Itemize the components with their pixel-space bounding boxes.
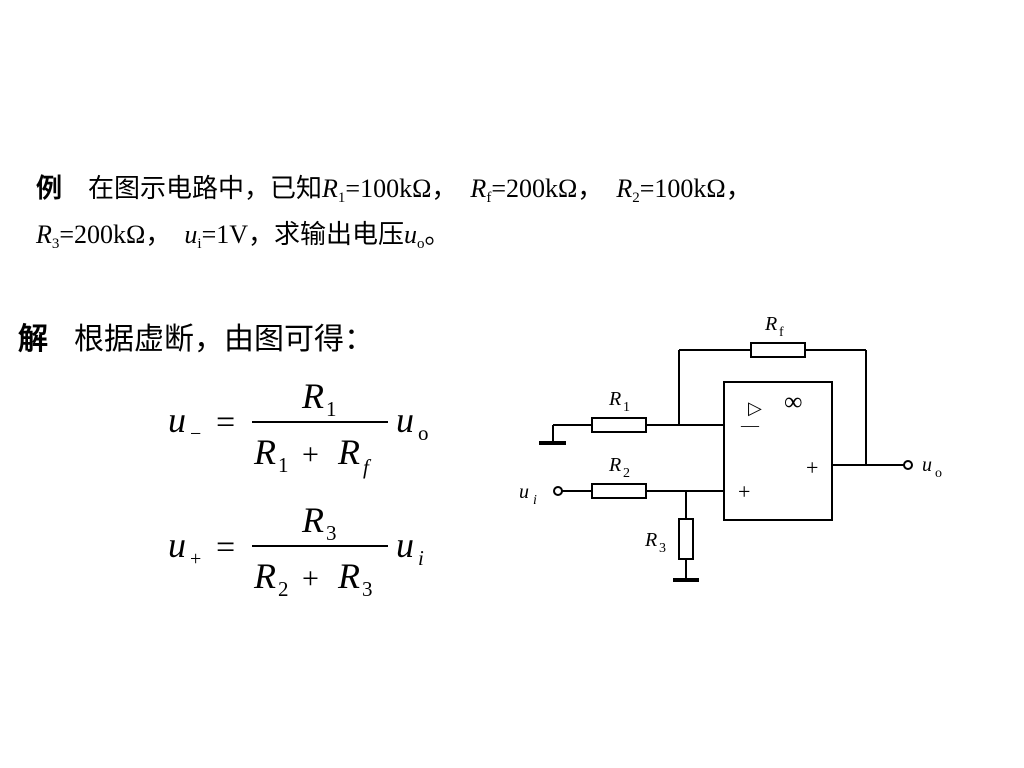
problem-line-2: R3=200kΩ， ui=1V，求输出电压uo。 [36, 212, 996, 258]
r1-symbol: R [322, 174, 338, 203]
uo-sub: o [417, 236, 425, 252]
solution-label: 解 [18, 323, 48, 356]
eq1-equals: = [216, 404, 235, 441]
r1-sub: 1 [337, 190, 346, 206]
opamp-triangle-icon: ▷ [748, 398, 762, 418]
r1-label: R [608, 388, 621, 410]
equation-u-plus: u + = R 3 R 2 + R 3 u i [168, 500, 424, 601]
eq2-den-a: R [253, 556, 276, 596]
rf-symbol: R [470, 174, 487, 203]
r1-value: =100kΩ， [345, 174, 458, 203]
r1-label-sub: 1 [623, 400, 630, 415]
r2-sub: 2 [632, 190, 640, 206]
rf-resistor [750, 342, 806, 358]
eq2-equals: = [216, 529, 235, 566]
eq2-rhs: u [396, 525, 414, 565]
ui-value: =1V， [201, 220, 275, 249]
output-label-sub: o [935, 466, 942, 481]
rf-sub: f [486, 190, 492, 206]
inverting-input-sign: — [740, 415, 760, 435]
rf-value: =200kΩ， [491, 174, 604, 203]
r3-symbol: R [36, 220, 52, 249]
r2-label: R [608, 454, 621, 476]
input-terminal [553, 486, 563, 496]
eq2-den-b: R [337, 556, 360, 596]
eq1-num-sub: 1 [326, 397, 337, 421]
input-label: u [519, 481, 529, 503]
eq1-num: R [301, 376, 324, 416]
r3-label: R [644, 529, 657, 551]
eq1-den-b: R [337, 432, 360, 472]
input-label-sub: i [533, 493, 537, 508]
r3-value: =200kΩ， [59, 220, 172, 249]
problem-intro: 在图示电路中，已知 [88, 174, 323, 203]
output-plus-sign: + [806, 455, 818, 480]
ui-sub: i [197, 236, 202, 252]
r3-sub: 3 [51, 236, 60, 252]
output-terminal [903, 460, 913, 470]
ui-symbol: u [184, 220, 198, 249]
eq1-rhs: u [396, 400, 414, 440]
equations: u − = R 1 R 1 + R f u o u + = R 3 R 2 + … [168, 376, 429, 601]
eq2-lhs-sub: + [190, 548, 201, 570]
eq2-lhs: u [168, 525, 186, 565]
r2-resistor [591, 483, 647, 499]
equation-u-minus: u − = R 1 R 1 + R f u o [168, 376, 429, 479]
r2-label-sub: 2 [623, 466, 630, 481]
problem-statement: 例在图示电路中，已知R1=100kΩ， Rf=200kΩ， R2=100kΩ， … [36, 166, 996, 258]
opamp-infinity: ∞ [784, 387, 803, 416]
eq1-lhs-sub: − [190, 423, 201, 445]
r3-resistor [678, 518, 694, 560]
uo-symbol: u [404, 220, 418, 249]
eq2-den-a-sub: 2 [278, 577, 289, 601]
output-label: u [922, 454, 932, 476]
eq2-num-sub: 3 [326, 521, 337, 545]
eq2-plus: + [302, 562, 319, 595]
eq1-lhs: u [168, 400, 186, 440]
eq1-den-a-sub: 1 [278, 453, 289, 477]
eq1-rhs-sub: o [418, 421, 429, 445]
opamp-box [723, 381, 833, 521]
r2-value: =100kΩ， [639, 174, 752, 203]
rf-label-sub: f [779, 325, 784, 340]
eq1-den-a: R [253, 432, 276, 472]
noninverting-input-sign: + [738, 479, 750, 504]
example-label: 例 [36, 174, 63, 204]
r2-symbol: R [616, 174, 633, 203]
problem-line-1: 例在图示电路中，已知R1=100kΩ， Rf=200kΩ， R2=100kΩ， [36, 166, 996, 212]
problem-question: 求输出电压 [274, 220, 405, 249]
rf-label: R [764, 313, 777, 335]
eq2-den-b-sub: 3 [362, 577, 373, 601]
eq2-num: R [301, 500, 324, 540]
r1-resistor [591, 417, 647, 433]
eq2-rhs-sub: i [418, 546, 424, 570]
solution-text: 根据虚断，由图可得： [74, 323, 374, 356]
eq1-den-b-sub: f [363, 455, 372, 479]
end-mark: 。 [424, 220, 451, 249]
solution-line: 解根据虚断，由图可得： [18, 316, 374, 364]
r3-label-sub: 3 [659, 541, 666, 556]
eq1-plus: + [302, 438, 319, 471]
